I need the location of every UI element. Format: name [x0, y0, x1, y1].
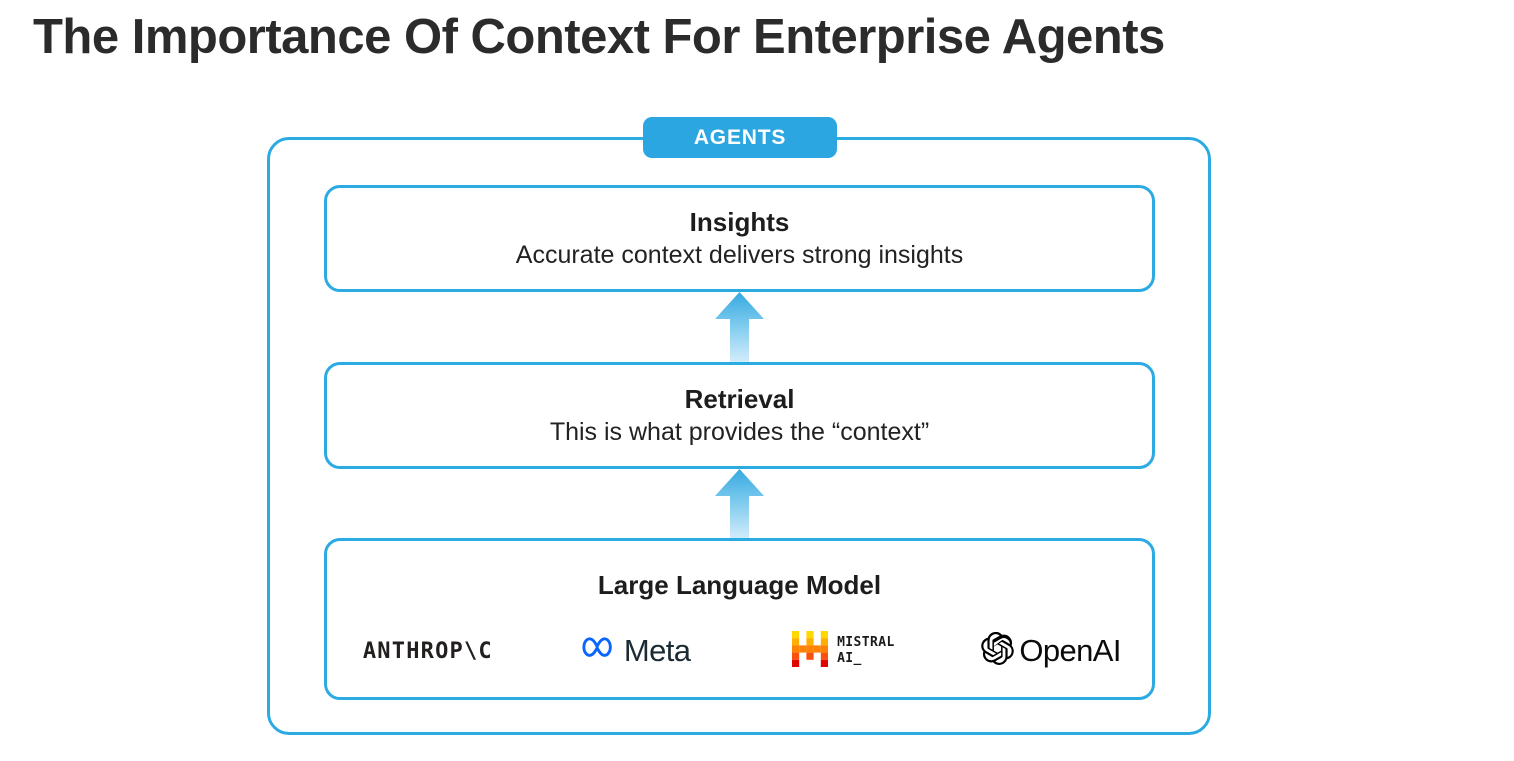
insights-subtitle: Accurate context delivers strong insight… [515, 240, 964, 269]
layer-card-large-language-model: Large Language Model [324, 538, 1155, 700]
llm-title: Large Language Model [597, 570, 882, 600]
vendor-logo-meta: Meta [532, 616, 740, 686]
page-title: The Importance Of Context For Enterprise… [33, 10, 1165, 64]
arrow-retrieval-to-insights [712, 292, 767, 366]
mistral-wordmark-line1: MISTRAL [837, 634, 895, 650]
retrieval-title: Retrieval [684, 383, 795, 414]
mistral-m-icon [792, 630, 829, 672]
layer-card-insights: Insights Accurate context delivers stron… [324, 185, 1155, 292]
meta-wordmark: Meta [623, 633, 691, 668]
layer-card-retrieval: Retrieval This is what provides the “con… [324, 362, 1155, 469]
arrow-llm-to-retrieval [712, 469, 767, 543]
openai-blossom-icon [981, 631, 1015, 670]
anthropic-wordmark: ANTHROP\C [362, 638, 493, 664]
mistral-wordmark: MISTRAL AI_ [837, 635, 895, 668]
agents-badge: AGENTS [643, 117, 837, 158]
vendor-logo-anthropic: ANTHROP\C [324, 616, 532, 686]
vendor-logo-row: ANTHROP\C Meta [324, 616, 1155, 686]
openai-wordmark: OpenAI [1019, 633, 1121, 668]
vendor-logo-mistral-ai: MISTRAL AI_ [740, 616, 948, 686]
vendor-logo-openai: OpenAI [947, 616, 1155, 686]
insights-title: Insights [689, 206, 790, 237]
agents-badge-label: AGENTS [693, 125, 787, 149]
meta-infinity-icon [581, 636, 617, 666]
retrieval-subtitle: This is what provides the “context” [549, 417, 930, 446]
mistral-wordmark-line2: AI_ [837, 651, 862, 666]
